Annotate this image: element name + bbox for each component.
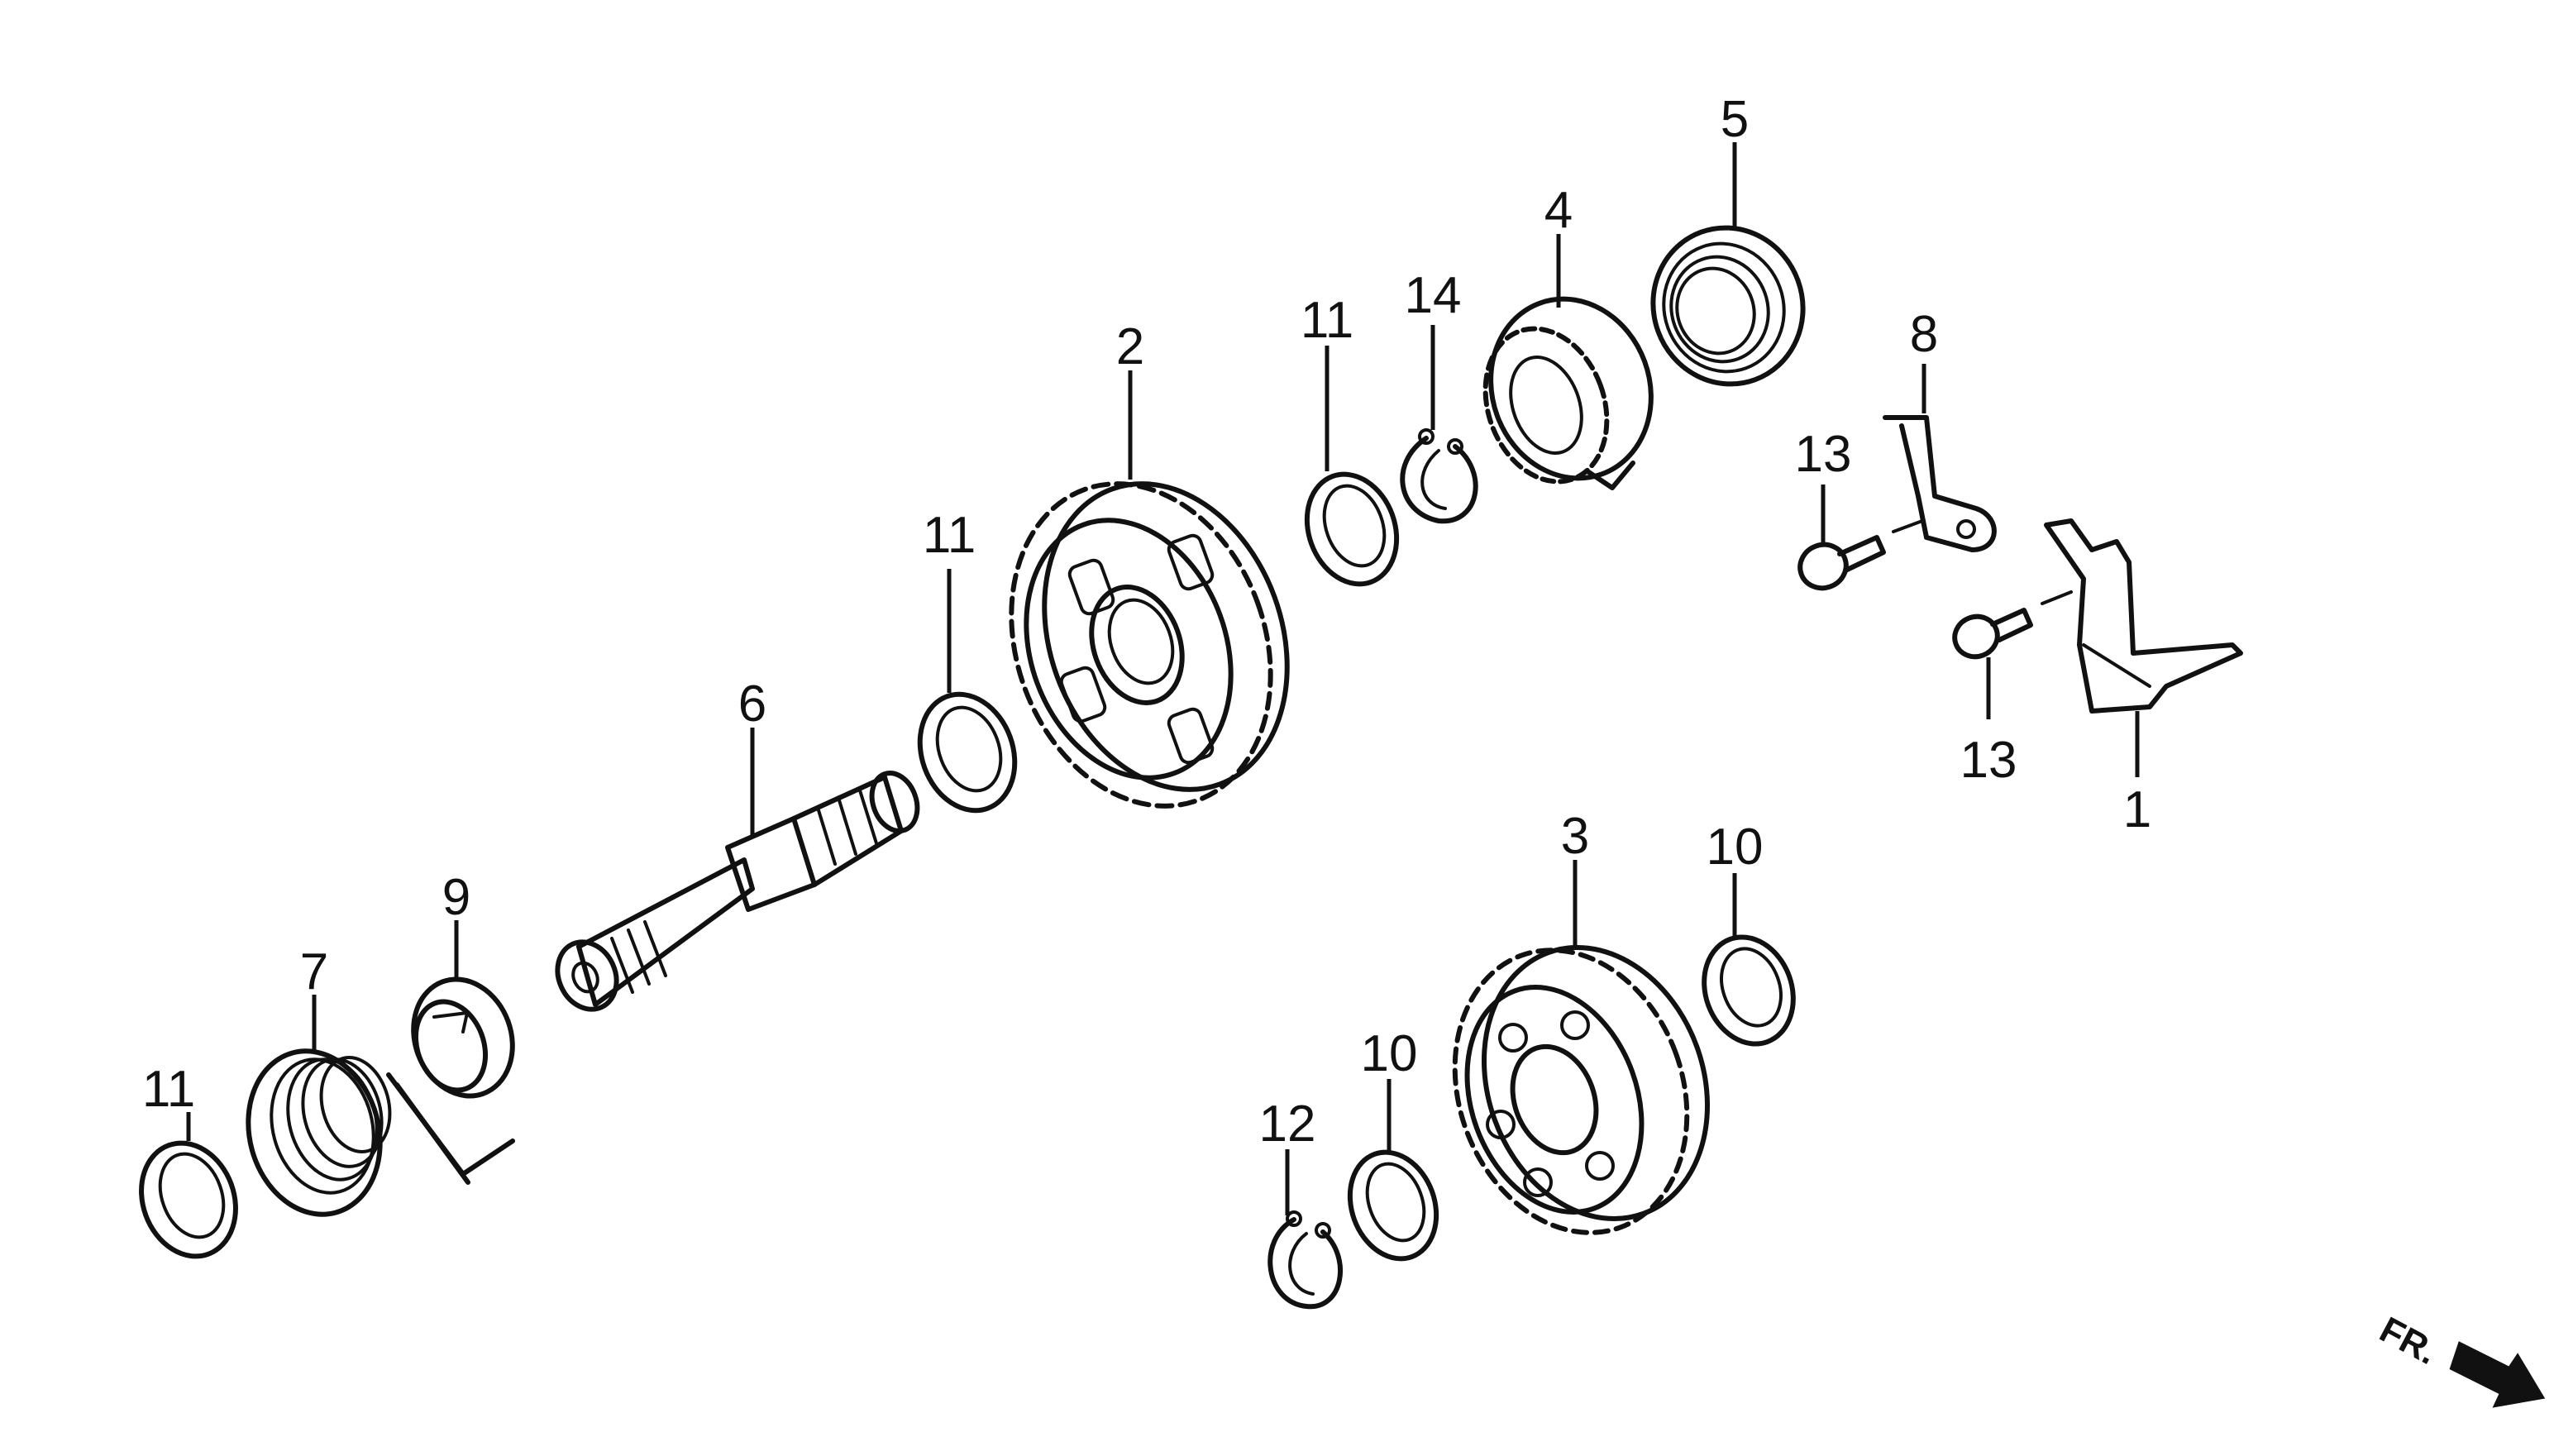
leader-lines: [186, 142, 2140, 1215]
spring-7: [246, 1048, 515, 1217]
callout-5: 5: [1721, 91, 1749, 148]
washer-11-left: [139, 1140, 238, 1259]
bracket-8: [1883, 415, 1997, 552]
spring-5: [1650, 225, 1806, 387]
ratchet-4: [1482, 296, 1654, 490]
callout-13-upper: 13: [1795, 426, 1852, 483]
callout-11-left: 11: [142, 1061, 195, 1118]
collar-9: [411, 976, 515, 1099]
callout-12: 12: [1259, 1096, 1316, 1153]
callout-10-right: 10: [1707, 819, 1764, 876]
washer-10-right: [1702, 934, 1796, 1047]
callout-9: 9: [442, 869, 470, 926]
callout-1: 1: [2123, 781, 2151, 838]
plate-1: [2044, 518, 2243, 714]
callout-6: 6: [738, 675, 766, 733]
callout-10-left: 10: [1361, 1025, 1418, 1082]
fr-label: FR.: [2373, 1310, 2444, 1373]
callout-2: 2: [1116, 318, 1144, 375]
callout-13-lower: 13: [1960, 732, 2017, 789]
arrow-right-down-icon: [2449, 1341, 2546, 1408]
callout-8: 8: [1910, 306, 1938, 363]
callout-3: 3: [1561, 808, 1589, 865]
front-direction-marker: FR.: [2373, 1310, 2546, 1408]
callout-7: 7: [300, 943, 328, 1000]
callout-labels: 11 7 9 6 11 2 11 14 4 5 8 13 13 1 3 10 1…: [142, 91, 2151, 1153]
washer-11-middle: [917, 691, 1018, 814]
washer-10-left: [1347, 1149, 1439, 1262]
callout-4: 4: [1544, 182, 1573, 239]
bolt-13-upper: [1797, 519, 1924, 591]
shaft-6: [555, 771, 920, 1012]
callout-11-middle: 11: [923, 507, 976, 564]
bolt-13-lower: [1952, 590, 2073, 660]
washer-11-upper: [1304, 471, 1400, 587]
snap-ring-14: [1400, 428, 1478, 524]
snap-ring-12: [1267, 1210, 1343, 1310]
gear-2: [1009, 481, 1290, 809]
gear-3: [1452, 944, 1710, 1235]
callout-11-upper: 11: [1301, 292, 1353, 349]
callout-14: 14: [1405, 267, 1462, 324]
